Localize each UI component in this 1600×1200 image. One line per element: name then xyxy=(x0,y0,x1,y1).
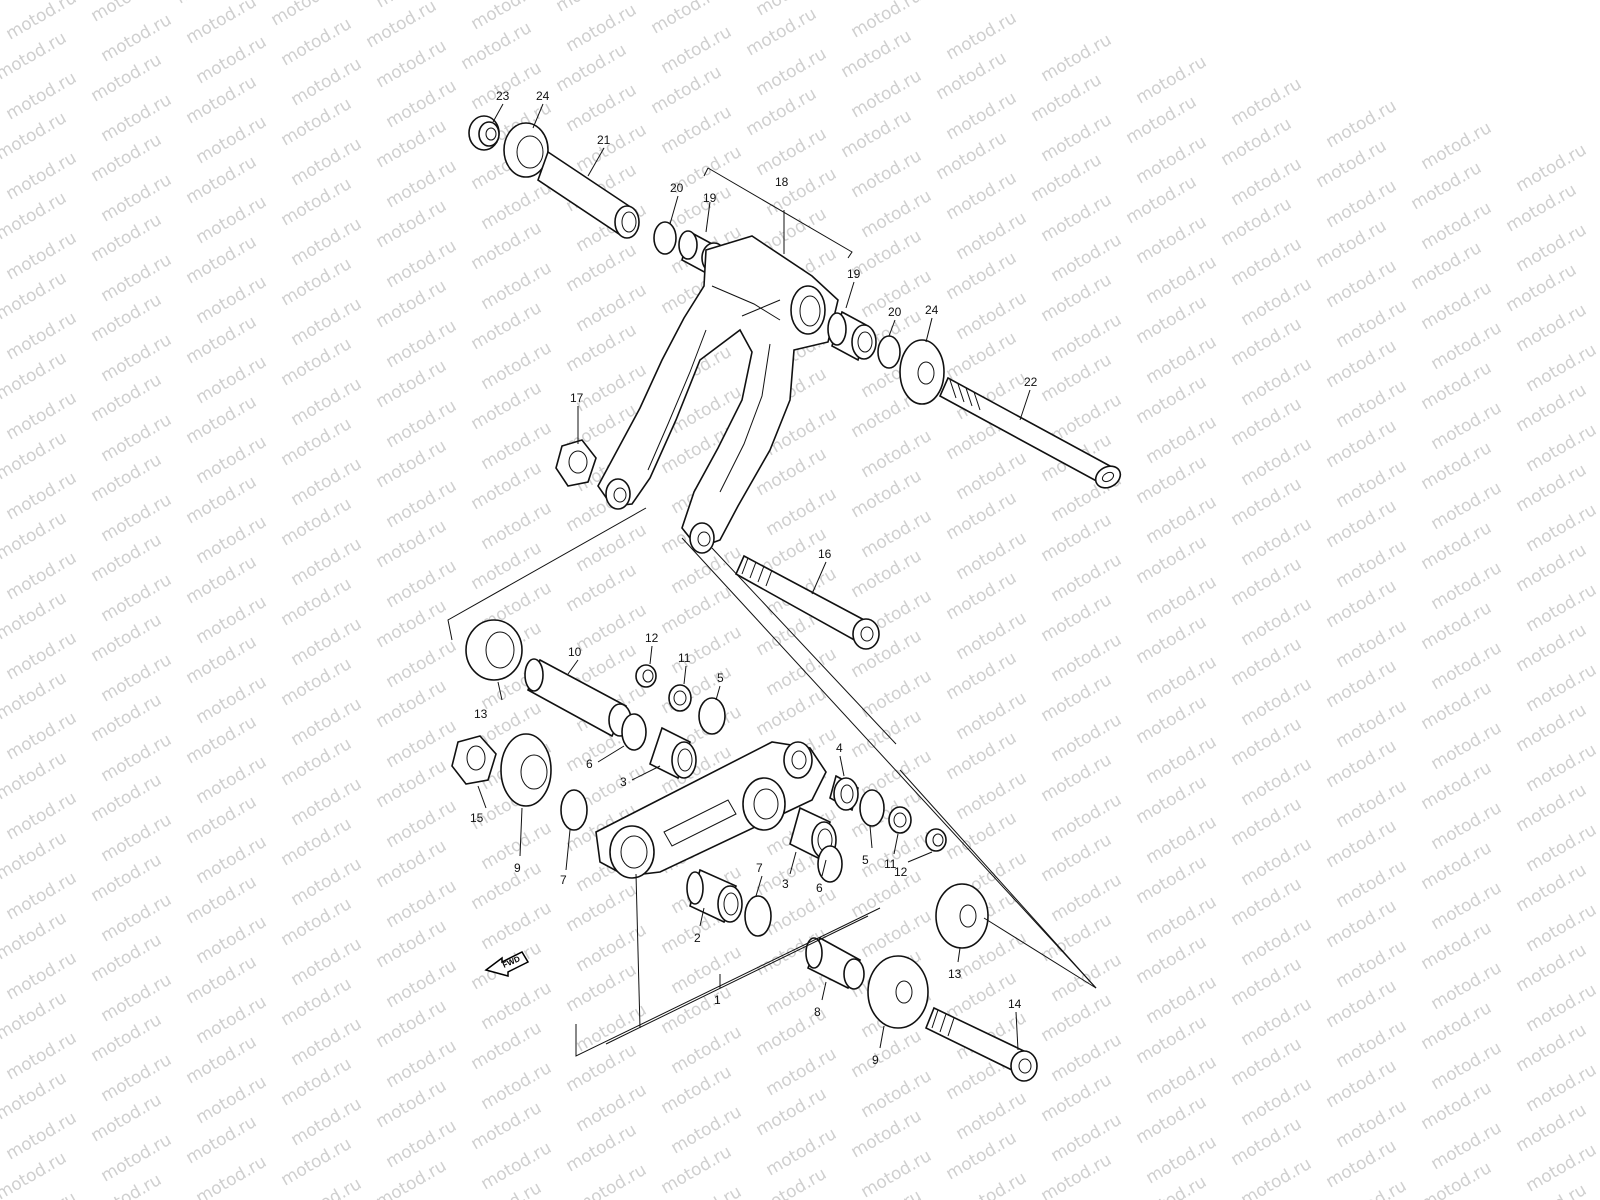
part-17-nut xyxy=(555,439,597,487)
callout-19: 19 xyxy=(847,267,861,281)
part-8-collar xyxy=(805,936,865,990)
callout-24: 24 xyxy=(536,89,550,103)
callout-1: 1 xyxy=(714,993,721,1007)
callout-8: 8 xyxy=(814,1005,821,1019)
part-18-cushion-lever xyxy=(597,235,839,554)
callout-3: 3 xyxy=(782,877,789,891)
callout-9: 9 xyxy=(872,1053,879,1067)
callout-13: 13 xyxy=(474,707,488,721)
watermark-text: motod.ru xyxy=(1418,118,1496,174)
callout-2: 2 xyxy=(694,931,701,945)
callout-7: 7 xyxy=(560,873,567,887)
callout-6: 6 xyxy=(586,757,593,771)
callout-16: 16 xyxy=(818,547,832,561)
part-24-washer-b xyxy=(899,339,945,405)
callout-20: 20 xyxy=(670,181,684,195)
callout-11: 11 xyxy=(884,857,897,871)
callout-13: 13 xyxy=(948,967,962,981)
part-7-oring-a xyxy=(560,789,588,831)
watermark-text: motod.ru xyxy=(1133,52,1211,108)
part-1-link xyxy=(595,741,827,879)
part-6-oring-b xyxy=(817,845,843,883)
part-10-collar xyxy=(524,658,632,738)
callout-23: 23 xyxy=(496,89,510,103)
callout-17: 17 xyxy=(570,391,584,405)
callout-5: 5 xyxy=(717,671,724,685)
part-5-oring-a xyxy=(698,697,726,735)
callout-11: 11 xyxy=(678,651,691,665)
leader-lines xyxy=(447,103,1097,1057)
callout-14: 14 xyxy=(1008,997,1022,1011)
part-9-washer-b xyxy=(867,955,929,1029)
part-11-seal-b xyxy=(888,806,912,834)
watermark-text: motod.ru xyxy=(373,1156,451,1200)
watermark-text: motod.ru xyxy=(1038,1150,1116,1200)
callout-18: 18 xyxy=(775,175,789,189)
callout-21: 21 xyxy=(597,133,611,147)
part-21-collar xyxy=(537,150,640,239)
part-14-bolt xyxy=(924,1006,1038,1082)
part-3-bearing-a xyxy=(649,726,697,780)
part-13-washer-a xyxy=(465,619,523,681)
part-13-washer-b xyxy=(935,883,989,949)
callout-9: 9 xyxy=(514,861,521,875)
watermark-text: motod.ru xyxy=(1323,96,1401,152)
callout-24: 24 xyxy=(925,303,939,317)
callout-6: 6 xyxy=(816,881,823,895)
part-12-spacer-a xyxy=(635,664,657,688)
part-12-spacer-b xyxy=(925,828,947,852)
callout-5: 5 xyxy=(862,853,869,867)
part-24-washer-top xyxy=(503,122,549,178)
part-16-bolt xyxy=(734,554,880,650)
callout-labels: 23 24 21 20 19 18 19 20 24 22 17 16 12 1… xyxy=(470,89,1038,1067)
callout-12: 12 xyxy=(894,865,908,879)
callout-22: 22 xyxy=(1024,375,1038,389)
callout-4: 4 xyxy=(836,741,843,755)
callout-20: 20 xyxy=(888,305,902,319)
callout-19: 19 xyxy=(703,191,717,205)
part-9-washer-a xyxy=(500,733,552,807)
part-20-oring-a xyxy=(653,221,677,255)
part-15-nut xyxy=(451,735,497,785)
part-22-bolt xyxy=(938,376,1122,489)
callout-12: 12 xyxy=(645,631,659,645)
part-5-oring-b xyxy=(859,789,885,827)
callout-15: 15 xyxy=(470,811,484,825)
part-2-bearing xyxy=(686,868,743,924)
watermark-text: motod.ru xyxy=(943,8,1021,64)
callout-10: 10 xyxy=(568,645,582,659)
watermark-text: motod.ru xyxy=(1418,1158,1496,1200)
watermark-text: motod.ru xyxy=(1513,140,1591,196)
part-7-oring-b xyxy=(744,895,772,937)
part-4-bush xyxy=(829,774,859,812)
part-19-bearing-b xyxy=(827,310,877,362)
part-6-oring-a xyxy=(621,713,647,751)
callout-7: 7 xyxy=(756,861,763,875)
callout-3: 3 xyxy=(620,775,627,789)
part-11-seal-a xyxy=(668,684,692,712)
watermark-text: motod.ru xyxy=(1228,74,1306,130)
watermark-text: motod.ru xyxy=(3,0,81,44)
part-23-nut xyxy=(468,115,500,151)
part-20-oring-b xyxy=(877,335,901,369)
watermark-text: motod.ru xyxy=(1038,30,1116,86)
